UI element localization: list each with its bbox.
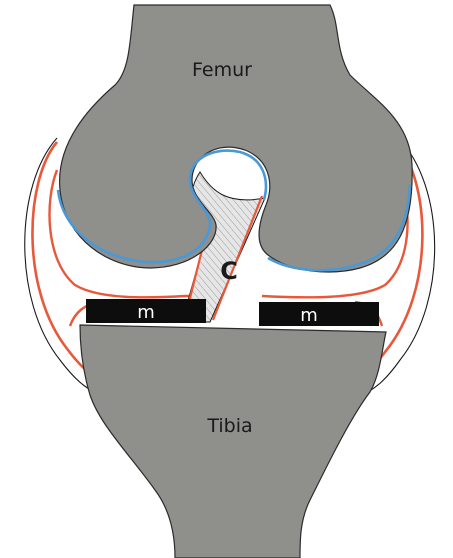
tibia-bone <box>80 325 386 558</box>
femur-label: Femur <box>192 59 252 81</box>
meniscus-left-label: m <box>137 302 155 323</box>
meniscus-right <box>259 302 379 326</box>
meniscus-right-label: m <box>300 305 318 326</box>
tibia-label: Tibia <box>206 415 252 437</box>
cruciate-label: C <box>220 257 238 285</box>
